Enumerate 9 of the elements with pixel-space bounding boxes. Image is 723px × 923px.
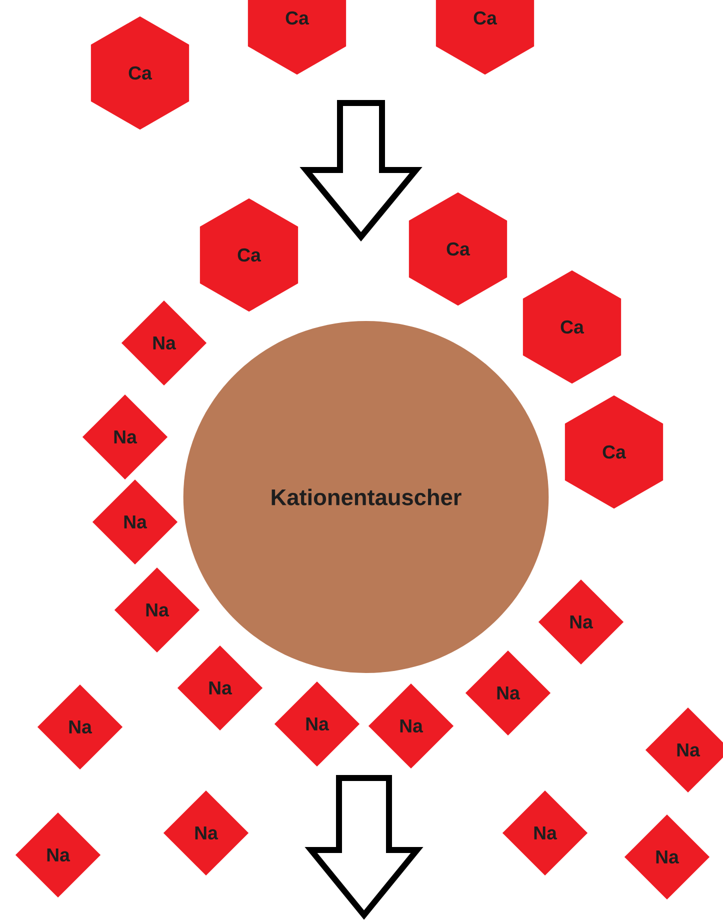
exchanger-sphere: Kationentauscher — [183, 321, 549, 673]
calcium-ion-hexagon: Ca — [248, 0, 346, 75]
calcium-ion-hexagon: Ca — [90, 16, 190, 130]
block-arrow — [300, 100, 422, 242]
calcium-ion-hexagon: Ca — [408, 192, 508, 306]
calcium-ion-hexagon: Ca — [522, 270, 622, 384]
calcium-ion-hexagon: Ca — [564, 395, 664, 509]
calcium-ion-hexagon: Ca — [200, 198, 298, 312]
calcium-ion-hexagon: Ca — [436, 0, 534, 75]
